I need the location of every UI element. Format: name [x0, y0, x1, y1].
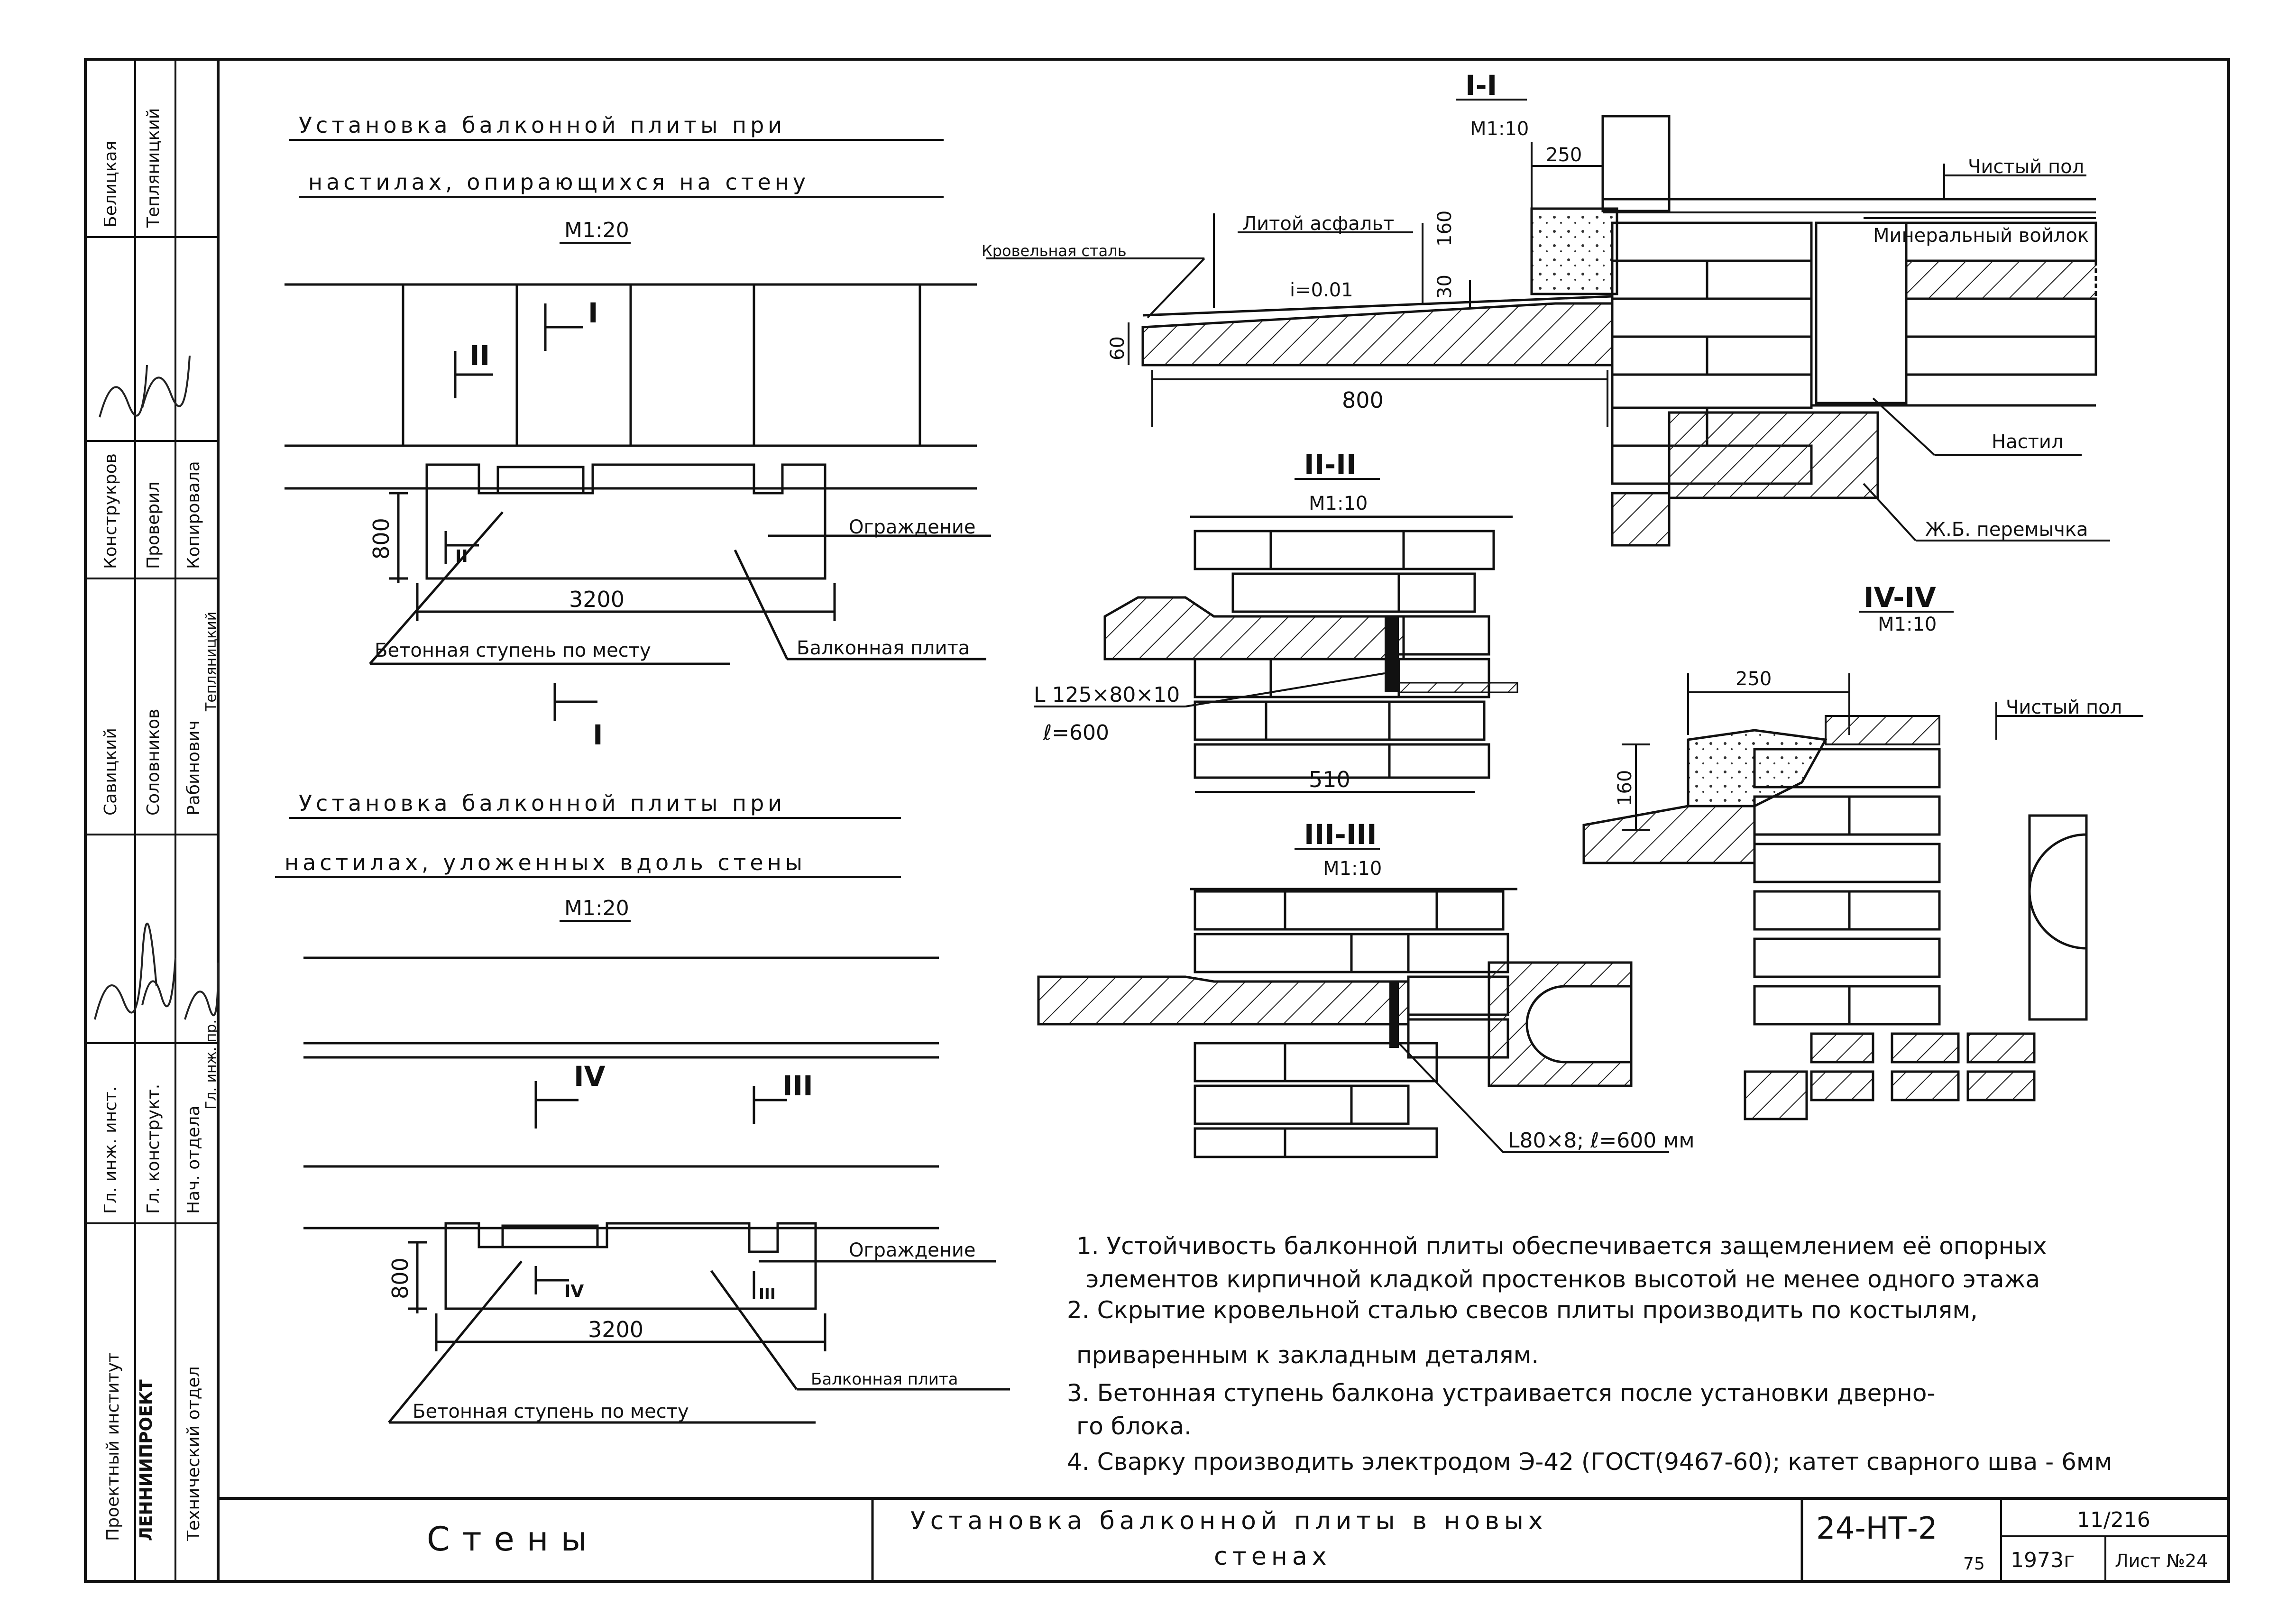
plan-bottom-label-step: Бетонная ступень по месту: [413, 1401, 689, 1422]
sheet-frame: [84, 58, 2230, 1583]
name-line: Савицкий: [101, 728, 120, 816]
plan-top-title-1: Установка балконной плиты при: [299, 112, 786, 138]
stamp-sheet: Лист №24: [2115, 1551, 2208, 1571]
sec-I-label-roofsteel: Кровельная сталь: [982, 242, 1127, 260]
sec-IV-scale: М1:10: [1878, 614, 1937, 635]
sec-III-angle: L80×8; ℓ=600 мм: [1508, 1129, 1695, 1153]
plan-top-label-fence: Ограждение: [849, 516, 975, 538]
role-b-line: Конструкров: [101, 453, 120, 569]
signatures: [94, 355, 219, 1020]
sec-I-dim-160: 160: [1434, 211, 1456, 247]
section-III: III-III М1:10: [1037, 818, 1695, 1158]
plan-top-title-2: настилах, опирающихся на стену: [308, 169, 809, 195]
plan-top-mark-I-bottom: I: [593, 719, 603, 751]
plan-top-scale: М1:20: [564, 218, 629, 242]
role-b-line: Проверил: [144, 481, 163, 569]
note-line: приваренным к закладным деталям.: [1076, 1341, 1539, 1369]
sec-I-dim-30: 30: [1434, 275, 1456, 299]
sec-II-title: II-II: [1304, 449, 1356, 481]
note-line: 2. Скрытие кровельной сталью свесов плит…: [1067, 1296, 1978, 1324]
sec-IV-brick-wall: [1744, 748, 2036, 1120]
sec-I-scale: М1:10: [1470, 118, 1529, 140]
role-b-line: Копировала: [184, 461, 203, 569]
institute-line2: ЛЕННИИПРОЕКТ: [137, 1379, 156, 1541]
plan-bottom-label-fence: Ограждение: [849, 1239, 975, 1261]
plan-top-mark-II: II: [469, 339, 490, 372]
sec-I-brick-wall: [1530, 115, 2097, 547]
name-line: Тепляницкий: [203, 612, 220, 712]
stamp-code-sub: 75: [1963, 1554, 1985, 1574]
stamp-code: 24-НТ-2: [1816, 1511, 1938, 1546]
sec-II-angle-1: L 125×80×10: [1034, 683, 1180, 707]
plan-top-dim-depth: 800: [368, 518, 394, 560]
plan-bottom-mark-III-small: III: [759, 1285, 776, 1303]
section-IV: IV-IV М1:10: [1582, 581, 2143, 1120]
title-stamp: Стены Установка балконной плиты в новых …: [218, 1497, 2229, 1581]
sec-II-dim-510: 510: [1309, 767, 1350, 792]
dept-name: Технический отдел: [184, 1366, 203, 1541]
plan-top: Установка балконной плиты при настилах, …: [285, 112, 991, 751]
stamp-title-1: Установка балконной плиты в новых: [910, 1507, 1548, 1535]
plan-bottom-title-1: Установка балконной плиты при: [299, 790, 786, 816]
sec-I-dim-250: 250: [1546, 144, 1582, 166]
plan-bottom-scale: М1:20: [564, 896, 629, 920]
sec-I-dim-800: 800: [1342, 387, 1384, 413]
stamp-section: Стены: [427, 1520, 599, 1559]
note-line: 1. Устойчивость балконной плиты обеспечи…: [1076, 1232, 2047, 1260]
section-I: I-I М1:10: [982, 69, 2110, 547]
role-line: Гл. конструкт.: [144, 1084, 163, 1214]
section-II: II-II М1:10 L 125×80×10: [1034, 449, 1518, 793]
name-line: Соловников: [144, 709, 163, 816]
sec-I-label-floor: Чистый пол: [1968, 156, 2084, 178]
plan-bottom-label-slab: Балконная плита: [811, 1370, 958, 1389]
sec-I-dim-60: 60: [1107, 336, 1129, 360]
name-b-line: Белицкая: [101, 141, 120, 228]
sec-I-title: I-I: [1465, 69, 1497, 101]
sec-IV-label-floor: Чистый пол: [2006, 697, 2122, 718]
plan-top-mark-I: I: [588, 297, 598, 329]
note-line: элементов кирпичной кладкой простенков в…: [1086, 1266, 2040, 1293]
role-line: Гл. инж. пр.: [203, 1019, 220, 1110]
institute-line1: Проектный институт: [103, 1352, 123, 1541]
stamp-sheet-no: 11/216: [2077, 1508, 2150, 1532]
sec-I-label-asphalt: Литой асфальт: [1242, 213, 1394, 235]
sec-III-title: III-III: [1304, 818, 1377, 851]
sec-II-scale: М1:10: [1309, 493, 1368, 514]
plan-top-label-step: Бетонная ступень по месту: [375, 640, 651, 661]
plan-top-label-slab: Балконная плита: [797, 637, 970, 659]
plan-bottom-dim-depth: 800: [387, 1257, 413, 1299]
role-line: Нач. отдела: [184, 1106, 203, 1214]
plan-bottom-title-2: настилах, уложенных вдоль стены: [285, 850, 806, 875]
plan-bottom-dim-width: 3200: [588, 1317, 643, 1342]
plan-top-dim-width: 3200: [569, 587, 625, 612]
sec-IV-title: IV-IV: [1864, 581, 1936, 614]
side-title-block: Проектный институт ЛЕННИИПРОЕКТ Техничес…: [101, 108, 220, 1541]
note-line: 3. Бетонная ступень балкона устраивается…: [1067, 1379, 1936, 1407]
name-b-line: Тепляницкий: [144, 108, 163, 228]
name-line: Рабинович: [184, 720, 203, 816]
sec-IV-dim-160: 160: [1614, 770, 1636, 806]
note-line: го блока.: [1076, 1413, 1192, 1440]
sec-I-slope: i=0.01: [1290, 279, 1353, 301]
sec-I-label-mineral: Минеральный войлок: [1873, 225, 2089, 247]
notes-block: 1. Устойчивость балконной плиты обеспечи…: [1067, 1232, 2112, 1476]
stamp-title-2: стенах: [1214, 1542, 1332, 1571]
plan-bottom: Установка балконной плиты при настилах, …: [275, 790, 1010, 1424]
sec-III-hollow-slab: [1488, 961, 1633, 1087]
sec-II-angle-2: ℓ=600: [1043, 721, 1109, 745]
sec-I-label-slab: Настил: [1992, 431, 2063, 453]
plan-bottom-mark-III: III: [782, 1070, 813, 1102]
sec-IV-dim-250: 250: [1736, 668, 1772, 690]
sec-I-label-lintel: Ж.Б. перемычка: [1925, 519, 2088, 541]
plan-top-mark-II-small: II: [455, 547, 468, 566]
stamp-year: 1973г: [2011, 1548, 2075, 1572]
note-line: 4. Сварку производить электродом Э-42 (Г…: [1067, 1448, 2112, 1476]
plan-bottom-mark-IV-small: IV: [564, 1282, 584, 1301]
sec-III-scale: М1:10: [1323, 858, 1382, 880]
plan-bottom-mark-IV: IV: [574, 1060, 606, 1092]
role-line: Гл. инж. инст.: [101, 1086, 120, 1214]
sec-III-brick-wall: [1190, 888, 1517, 1158]
